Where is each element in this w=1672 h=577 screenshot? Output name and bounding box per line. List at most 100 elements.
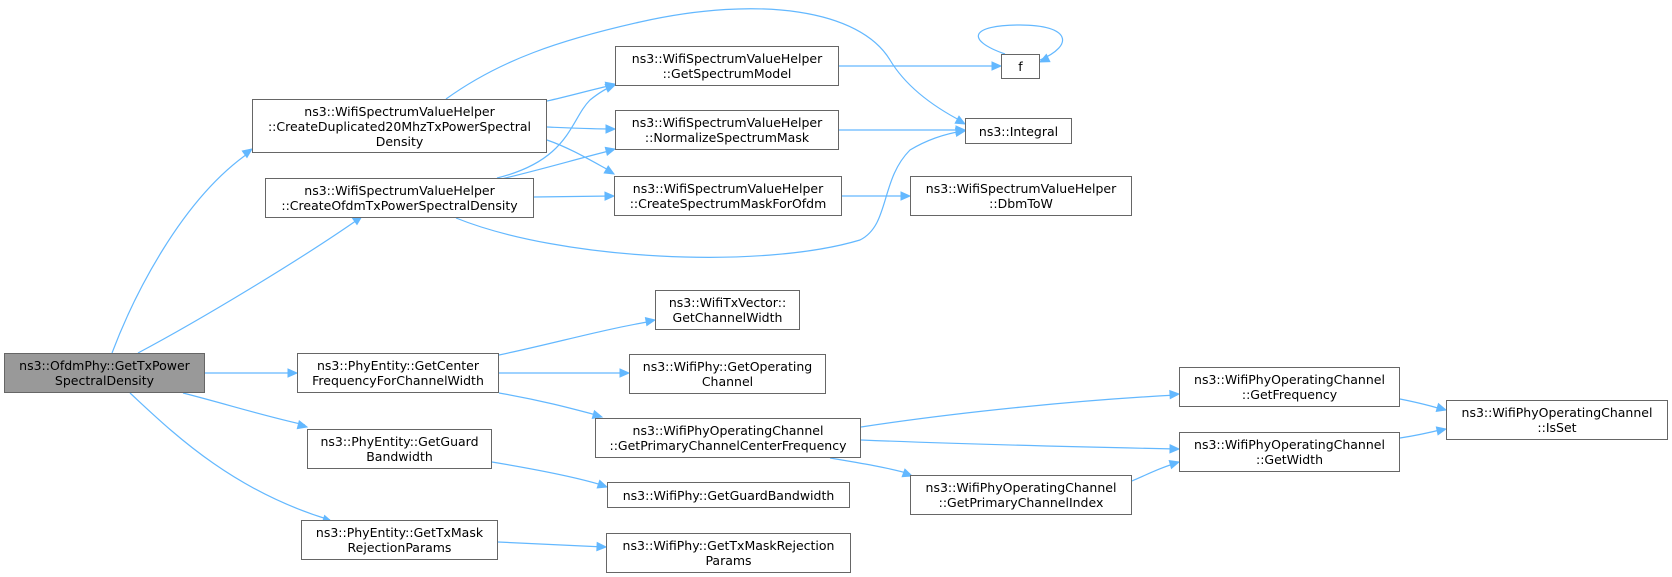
node-label-line: Bandwidth — [366, 449, 433, 464]
edge-dup-to-create-mask — [546, 139, 613, 173]
arrowhead-root-to-create-dup — [241, 148, 254, 159]
node-label-line: Channel — [701, 374, 754, 389]
node-label-line: ::DbmToW — [989, 196, 1053, 211]
node-f[interactable]: f — [1001, 54, 1040, 79]
node-create-duplicated20mhz-tx-power-spectral-density[interactable]: ns3::WifiSpectrumValueHelper ::CreateDup… — [252, 99, 547, 153]
node-label-line: ns3::WifiSpectrumValueHelper — [304, 103, 495, 119]
node-get-tx-mask-rejection-params[interactable]: ns3::PhyEntity::GetTxMask RejectionParam… — [301, 520, 498, 560]
node-label-line: ::CreateDuplicated20MhzTxPowerSpectral — [267, 118, 532, 134]
node-integral[interactable]: ns3::Integral — [965, 118, 1072, 144]
node-label-line: ns3::PhyEntity::GetCenter — [316, 358, 480, 373]
node-label-line: ns3::WifiPhyOperatingChannel — [632, 423, 824, 438]
edge-dup-to-normalize — [546, 126, 614, 130]
node-label-line: Density — [375, 133, 424, 149]
edge-root-to-create-dup — [111, 151, 251, 354]
arrowhead-center-to-primary-center — [591, 409, 604, 420]
node-wifi-phy-get-tx-mask-rejection-params[interactable]: ns3::WifiPhy::GetTxMaskRejection Params — [606, 533, 851, 573]
node-label-line: ::CreateOfdmTxPowerSpectralDensity — [281, 198, 518, 213]
node-label-line: Params — [705, 553, 752, 568]
arrowhead-root-to-get-center — [287, 368, 299, 378]
node-ofdmphy-gettxpowerspectraldensity: ns3::OfdmPhy::GetTxPower SpectralDensity — [4, 353, 205, 393]
node-dbm-to-w[interactable]: ns3::WifiSpectrumValueHelper ::DbmToW — [910, 176, 1132, 216]
arrowhead-freq-to-is-set — [1435, 402, 1448, 412]
node-wifi-phy-get-guard-bandwidth[interactable]: ns3::WifiPhy::GetGuardBandwidth — [607, 482, 850, 508]
edge-primary-center-to-freq — [860, 394, 1178, 428]
node-create-spectrum-mask-for-ofdm[interactable]: ns3::WifiSpectrumValueHelper ::CreateSpe… — [614, 176, 842, 216]
arrowhead-ofdm-to-normalize — [604, 146, 617, 156]
node-get-primary-channel-index[interactable]: ns3::WifiPhyOperatingChannel ::GetPrimar… — [910, 475, 1132, 515]
node-label-line: ns3::WifiPhyOperatingChannel — [925, 480, 1117, 495]
edge-dup-to-spectrum-model — [546, 84, 614, 102]
node-label-line: GetChannelWidth — [672, 310, 783, 325]
node-label-line: ns3::PhyEntity::GetTxMask — [315, 525, 484, 540]
node-label-line: ::IsSet — [1537, 420, 1577, 435]
arrowhead-width-to-is-set — [1435, 426, 1448, 436]
arrowhead-center-to-txvector — [644, 317, 657, 327]
arrowhead-center-to-phy-operating — [619, 368, 631, 378]
arrowhead-f-self-loop — [1038, 53, 1051, 63]
node-label-line: ns3::WifiPhy::GetGuardBandwidth — [622, 487, 835, 503]
node-label-line: ns3::WifiSpectrumValueHelper — [632, 181, 824, 196]
arrowhead-spectrum-model-to-f — [991, 61, 1003, 71]
arrowhead-index-to-width — [1168, 460, 1181, 470]
arrowhead-primary-center-to-index — [901, 468, 914, 478]
node-label-line: ::NormalizeSpectrumMask — [644, 130, 810, 145]
node-label-line: ::GetFrequency — [1241, 387, 1338, 402]
edge-ofdm-to-integral — [455, 130, 964, 258]
edge-center-to-txvector — [498, 320, 654, 356]
node-operating-channel-get-width[interactable]: ns3::WifiPhyOperatingChannel ::GetWidth — [1179, 432, 1400, 472]
edge-guard-to-phy-guard — [491, 461, 606, 487]
arrowhead-ofdm-to-create-mask — [604, 191, 616, 201]
node-get-center-frequency-for-channel-width[interactable]: ns3::PhyEntity::GetCenter FrequencyForCh… — [297, 353, 499, 393]
node-operating-channel-is-set[interactable]: ns3::WifiPhyOperatingChannel ::IsSet — [1446, 400, 1668, 440]
node-label-line: ns3::WifiPhy::GetTxMaskRejection — [622, 538, 835, 553]
node-wifi-phy-get-operating-channel[interactable]: ns3::WifiPhy::GetOperating Channel — [629, 354, 826, 394]
node-label-line: ns3::WifiPhyOperatingChannel — [1194, 437, 1385, 452]
node-label-line: ns3::WifiPhyOperatingChannel — [1194, 372, 1385, 387]
node-label-line: ::GetPrimaryChannelCenterFrequency — [609, 438, 847, 453]
edge-ofdm-to-normalize — [496, 149, 614, 181]
arrowhead-primary-center-to-freq — [1169, 389, 1181, 400]
arrowhead-primary-center-to-width — [1169, 444, 1181, 454]
node-normalize-spectrum-mask[interactable]: ns3::WifiSpectrumValueHelper ::Normalize… — [615, 110, 839, 150]
arrowhead-dup-to-create-mask — [603, 165, 616, 175]
arrowhead-dup-to-integral — [954, 115, 967, 125]
arrowhead-guard-to-phy-guard — [596, 479, 609, 489]
node-label-line: ns3::WifiSpectrumValueHelper — [304, 183, 495, 198]
node-label-line: FrequencyForChannelWidth — [312, 373, 484, 388]
edge-primary-center-to-width — [860, 439, 1178, 450]
node-label-line: f — [1018, 59, 1023, 74]
node-label-line: ns3::Integral — [978, 123, 1059, 139]
node-label-line: RejectionParams — [347, 540, 452, 555]
node-get-spectrum-model[interactable]: ns3::WifiSpectrumValueHelper ::GetSpectr… — [615, 46, 839, 86]
arrowhead-txmask-to-phy-txmask — [596, 541, 608, 552]
arrowhead-create-mask-to-dbmtow — [900, 191, 912, 201]
node-create-ofdm-tx-power-spectral-density[interactable]: ns3::WifiSpectrumValueHelper ::CreateOfd… — [265, 178, 534, 218]
node-label-line: ::GetWidth — [1255, 452, 1324, 467]
edge-primary-center-to-index — [829, 457, 911, 475]
node-label-line: ::CreateSpectrumMaskForOfdm — [629, 196, 827, 211]
edge-txmask-to-phy-txmask — [497, 541, 605, 548]
arrowhead-root-to-get-guard — [296, 420, 309, 430]
node-label-line: ns3::WifiSpectrumValueHelper — [925, 181, 1117, 196]
node-get-guard-bandwidth[interactable]: ns3::PhyEntity::GetGuard Bandwidth — [307, 429, 492, 469]
edge-center-to-primary-center — [498, 392, 601, 417]
node-get-primary-channel-center-frequency[interactable]: ns3::WifiPhyOperatingChannel ::GetPrimar… — [595, 418, 861, 458]
node-label-line: ns3::OfdmPhy::GetTxPower — [19, 358, 190, 373]
node-label-line: ns3::WifiTxVector:: — [668, 295, 787, 310]
edge-dup-to-integral — [445, 8, 964, 123]
node-label-line: ns3::PhyEntity::GetGuard — [320, 434, 479, 449]
node-label-line: ns3::WifiSpectrumValueHelper — [631, 115, 823, 130]
edge-f-self-loop — [977, 24, 1064, 61]
arrowhead-ofdm-to-spectrum-model — [604, 83, 617, 93]
arrowhead-normalize-to-integral — [955, 125, 967, 135]
node-label-line: SpectralDensity — [54, 373, 155, 388]
node-label-line: ::GetPrimaryChannelIndex — [938, 495, 1104, 510]
node-wifi-tx-vector-get-channel-width[interactable]: ns3::WifiTxVector:: GetChannelWidth — [655, 290, 800, 330]
node-operating-channel-get-frequency[interactable]: ns3::WifiPhyOperatingChannel ::GetFreque… — [1179, 367, 1400, 407]
node-label-line: ns3::WifiSpectrumValueHelper — [631, 51, 823, 66]
edge-root-to-get-guard — [182, 392, 306, 426]
edge-ofdm-to-spectrum-model — [496, 85, 614, 179]
